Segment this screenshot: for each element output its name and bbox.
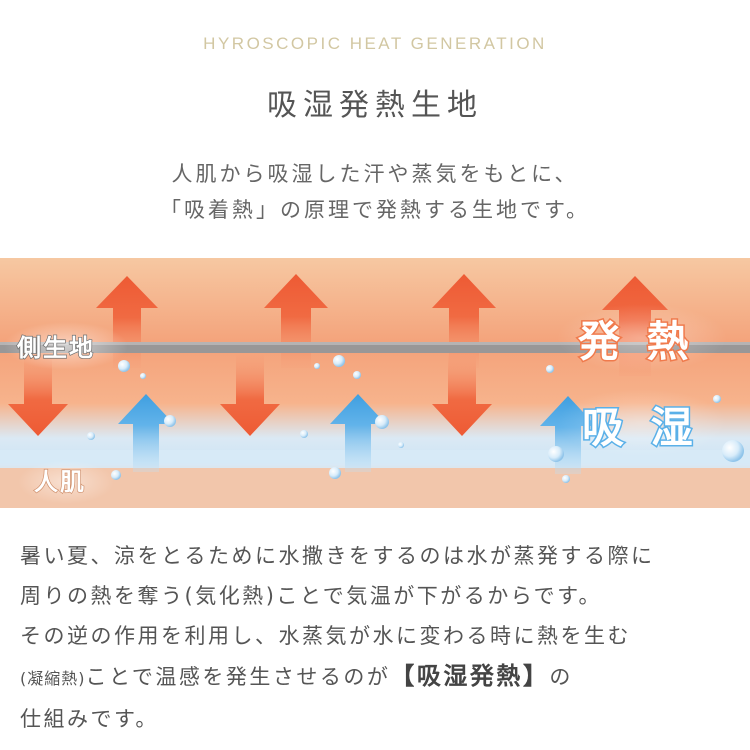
skin-layer	[0, 466, 750, 508]
heat-arrow-up-icon	[432, 274, 496, 368]
heat-generation-diagram: 側生地 人肌 発 熱 吸 湿	[0, 258, 750, 508]
heat-arrow-up-icon	[96, 276, 158, 368]
highlight-term: 【吸湿発熱】	[390, 662, 550, 690]
fabric-label: 側生地	[16, 334, 95, 362]
water-bubbles	[87, 355, 744, 483]
body-line-3: その逆の作用を利用し、水蒸気が水に変わる時に熱を生む	[20, 624, 631, 648]
moisture-arrow-up-icon	[330, 394, 386, 472]
condensation-heat-note: (凝縮熱)	[20, 669, 86, 688]
body-line-4-text: ことで温感を発生させるのが	[85, 665, 391, 689]
eyebrow-heading: HYROSCOPIC HEAT GENERATION	[203, 34, 547, 53]
heat-label: 発 熱	[578, 317, 695, 366]
heat-arrow-down-icon	[8, 354, 68, 436]
heat-arrow-down-icon	[220, 354, 280, 436]
page-title: 吸湿発熱生地	[267, 88, 483, 123]
fabric-layer	[0, 342, 750, 353]
diagram-illustration: 側生地 人肌 発 熱 吸 湿	[0, 258, 750, 508]
explanation-text: 暑い夏、涼をとるために水撒きをするのは水が蒸発する際に 周りの熱を奪う(気化熱)…	[20, 536, 740, 739]
skin-label: 人肌	[34, 468, 86, 496]
body-line-1: 暑い夏、涼をとるために水撒きをするのは水が蒸発する際に	[20, 544, 655, 568]
lead-line-1: 人肌から吸湿した汗や蒸気をもとに、	[171, 162, 579, 186]
heat-arrow-down-icon	[432, 354, 492, 436]
moisture-arrow-up-icon	[118, 394, 174, 472]
body-line-4: (凝縮熱)ことで温感を発生させるのが【吸湿発熱】の	[20, 656, 740, 699]
heat-arrow-up-icon	[264, 274, 328, 368]
body-line-5: 仕組みです。	[20, 707, 159, 731]
absorb-label: 吸 湿	[582, 403, 699, 452]
lead-line-2: 「吸着熱」の原理で発熱する生地です。	[160, 198, 590, 222]
body-line-4-end: の	[549, 665, 573, 689]
body-line-2: 周りの熱を奪う(気化熱)ことで気温が下がるからです。	[20, 584, 603, 608]
lead-text: 人肌から吸湿した汗や蒸気をもとに、 「吸着熱」の原理で発熱する生地です。	[0, 156, 750, 228]
